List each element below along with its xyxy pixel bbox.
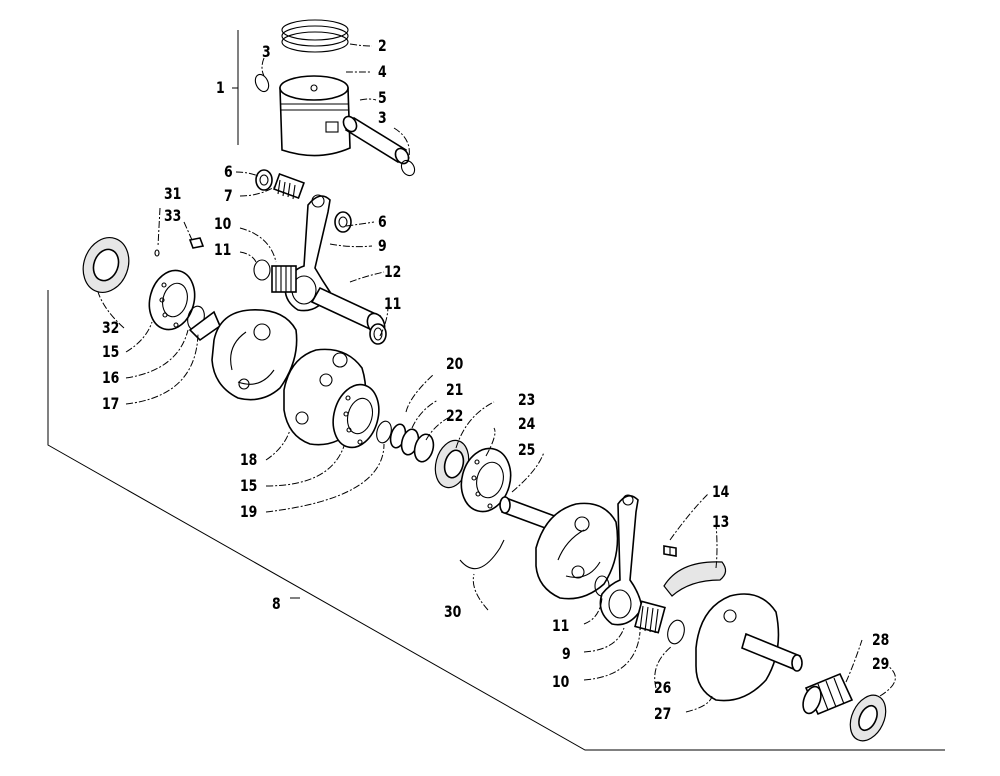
bracket-crankshaft-assembly <box>47 290 945 751</box>
callout-11: 11 <box>552 616 570 635</box>
callout-28: 28 <box>872 630 890 649</box>
small-end-bearing <box>273 173 305 200</box>
big-end-washer-left <box>253 259 271 281</box>
callout-6: 6 <box>224 162 233 181</box>
callout-19: 19 <box>240 502 258 521</box>
big-end-washer-right <box>369 323 387 345</box>
center-seal <box>434 439 470 489</box>
callout-22: 22 <box>446 406 464 425</box>
callout-11: 11 <box>214 240 232 259</box>
callout-23: 23 <box>518 390 536 409</box>
callout-21: 21 <box>446 380 464 399</box>
callout-5: 5 <box>378 88 387 107</box>
callout-17: 17 <box>102 394 120 413</box>
piston-pin-circlip-upper <box>254 73 270 93</box>
callout-24: 24 <box>518 414 536 433</box>
screw <box>663 545 677 557</box>
callout-31: 31 <box>164 184 182 203</box>
callout-13: 13 <box>712 512 730 531</box>
callout-30: 30 <box>444 602 462 621</box>
callout-3: 3 <box>378 108 387 127</box>
callout-33: 33 <box>164 206 182 225</box>
piston <box>279 75 351 157</box>
callout-9: 9 <box>378 236 387 255</box>
callout-26: 26 <box>654 678 672 697</box>
dowel-pin <box>154 249 160 257</box>
retaining-ring-right <box>667 619 685 645</box>
callout-20: 20 <box>446 354 464 373</box>
woodruff-key <box>188 237 205 249</box>
main-bearing-center <box>460 447 512 513</box>
bracket-piston-assembly <box>232 30 239 145</box>
callout-11: 11 <box>384 294 402 313</box>
labyrinth-seal-stack <box>389 423 435 463</box>
callout-18: 18 <box>240 450 258 469</box>
piston-rings <box>281 19 349 53</box>
callout-6: 6 <box>378 212 387 231</box>
callout-4: 4 <box>378 62 387 81</box>
main-bearing-left <box>148 269 196 331</box>
callout-1: 1 <box>216 78 225 97</box>
crank-half-right <box>499 496 619 600</box>
callout-2: 2 <box>378 36 387 55</box>
callout-27: 27 <box>654 704 672 723</box>
callout-14: 14 <box>712 482 730 501</box>
callout-8: 8 <box>272 594 281 613</box>
thrust-washer-right <box>334 211 352 233</box>
circlip-30 <box>459 539 505 570</box>
callout-15: 15 <box>240 476 258 495</box>
callout-3: 3 <box>262 42 271 61</box>
connecting-rod-lower <box>599 494 643 626</box>
oil-seal-right <box>849 694 887 742</box>
callout-12: 12 <box>384 262 402 281</box>
callout-7: 7 <box>224 186 233 205</box>
crank-end <box>695 593 803 702</box>
callout-32: 32 <box>102 318 120 337</box>
leader-lines <box>97 43 896 713</box>
crank-half-left <box>188 309 298 401</box>
piston-pin-circlip-lower <box>400 159 416 177</box>
callout-10: 10 <box>214 214 232 233</box>
oil-seal-left <box>82 237 130 293</box>
counter-weight <box>663 561 727 597</box>
needle-bearing-end <box>802 672 854 716</box>
main-bearing-middle <box>332 383 380 449</box>
callout-9: 9 <box>562 644 571 663</box>
callout-25: 25 <box>518 440 536 459</box>
callout-29: 29 <box>872 654 890 673</box>
thrust-washer-upper <box>255 169 273 191</box>
big-end-bearing-lower <box>634 600 666 634</box>
big-end-bearing-upper <box>271 265 297 293</box>
callout-16: 16 <box>102 368 120 387</box>
callout-15: 15 <box>102 342 120 361</box>
piston-pin <box>342 115 410 165</box>
callout-10: 10 <box>552 672 570 691</box>
